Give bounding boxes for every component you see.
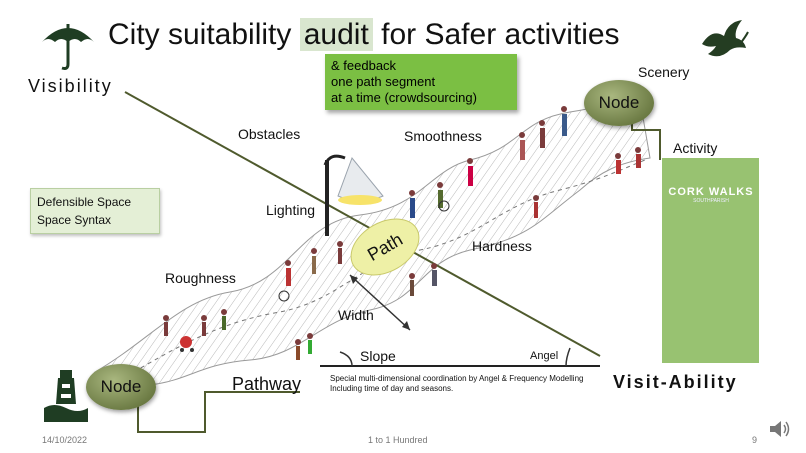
note-line: Including time of day and seasons. (330, 384, 454, 393)
defensible-line: Space Syntax (37, 213, 112, 227)
feedback-box: & feedback one path segment at a time (c… (325, 54, 517, 110)
cork-walks-subtitle: SOUTHPARISH (693, 198, 729, 204)
lamp-cone (337, 157, 384, 202)
feedback-line: & feedback (331, 58, 397, 73)
title-prefix: City suitability (108, 18, 292, 51)
people-figures (163, 106, 641, 360)
footer-page-number: 9 (752, 435, 758, 445)
label-scenery: Scenery (638, 64, 690, 80)
label-width: Width (338, 307, 374, 323)
slope-arrow (339, 351, 353, 367)
cork-walks-title: CORK WALKS (668, 186, 754, 198)
label-slope: Slope (360, 348, 396, 364)
visitability-label: Visit-Ability (613, 372, 738, 392)
defensible-line: Defensible Space (37, 195, 132, 209)
label-activity: Activity (673, 140, 718, 156)
slide-title: City suitability audit for Safer activit… (108, 18, 620, 52)
cork-walks-map-panel (662, 158, 759, 363)
feedback-line: one path segment (331, 74, 436, 89)
label-hardness: Hardness (472, 238, 532, 254)
label-pathway: Pathway (232, 374, 302, 394)
angel-arrow (565, 347, 571, 367)
lamp-post (325, 160, 329, 236)
title-suffix: for Safer activities (381, 18, 620, 51)
footer-date: 14/10/2022 (42, 435, 88, 445)
label-obstacles: Obstacles (238, 126, 301, 142)
footer-center: 1 to 1 Hundred (368, 435, 428, 445)
node-top: Node (584, 80, 654, 126)
title-highlight: audit (299, 18, 373, 51)
modelling-note: Special multi-dimensional coordination b… (330, 374, 583, 394)
feedback-line: at a time (crowdsourcing) (331, 90, 477, 105)
node-bottom: Node (86, 364, 156, 410)
label-angel: Angel (530, 350, 559, 362)
umbrella-icon (42, 24, 94, 70)
lighthouse-icon (44, 370, 88, 422)
speaker-icon[interactable] (768, 418, 792, 440)
visibility-line (124, 91, 601, 357)
label-roughness: Roughness (165, 270, 236, 286)
dove-icon (702, 20, 749, 57)
width-arrow (349, 274, 411, 331)
bottom-node-connector (137, 391, 300, 433)
note-line: Special multi-dimensional coordination b… (330, 374, 584, 383)
visibility-label: Visibility (28, 76, 113, 96)
label-lighting: Lighting (266, 202, 316, 218)
defensible-space-box: Defensible Space Space Syntax (30, 188, 160, 234)
label-smoothness: Smoothness (404, 128, 482, 144)
